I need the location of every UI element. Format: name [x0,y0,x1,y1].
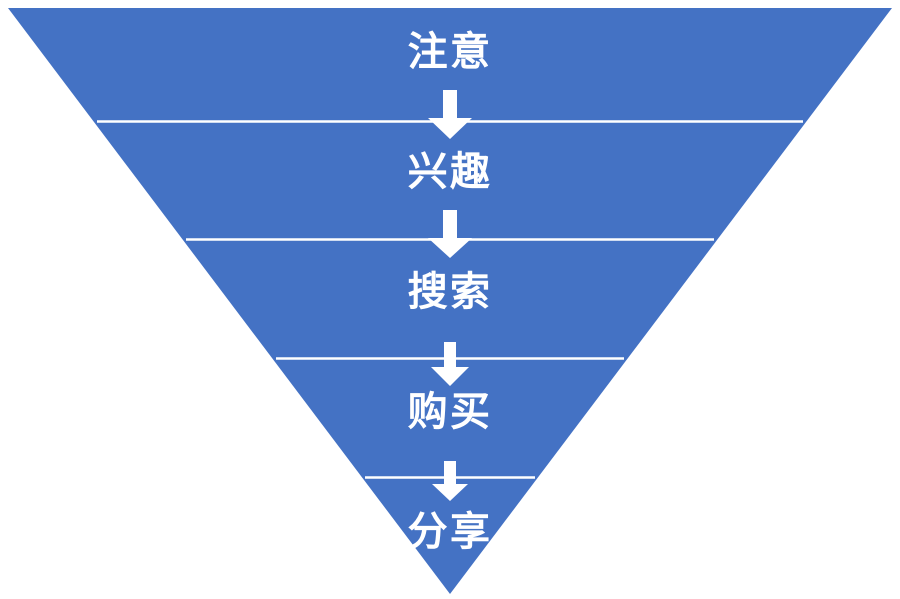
down-arrow-icon [431,342,469,386]
down-arrow-icon [432,461,468,501]
funnel-body-triangle [8,8,892,594]
down-arrow-icon [428,210,472,258]
down-arrow-icon [428,90,472,139]
